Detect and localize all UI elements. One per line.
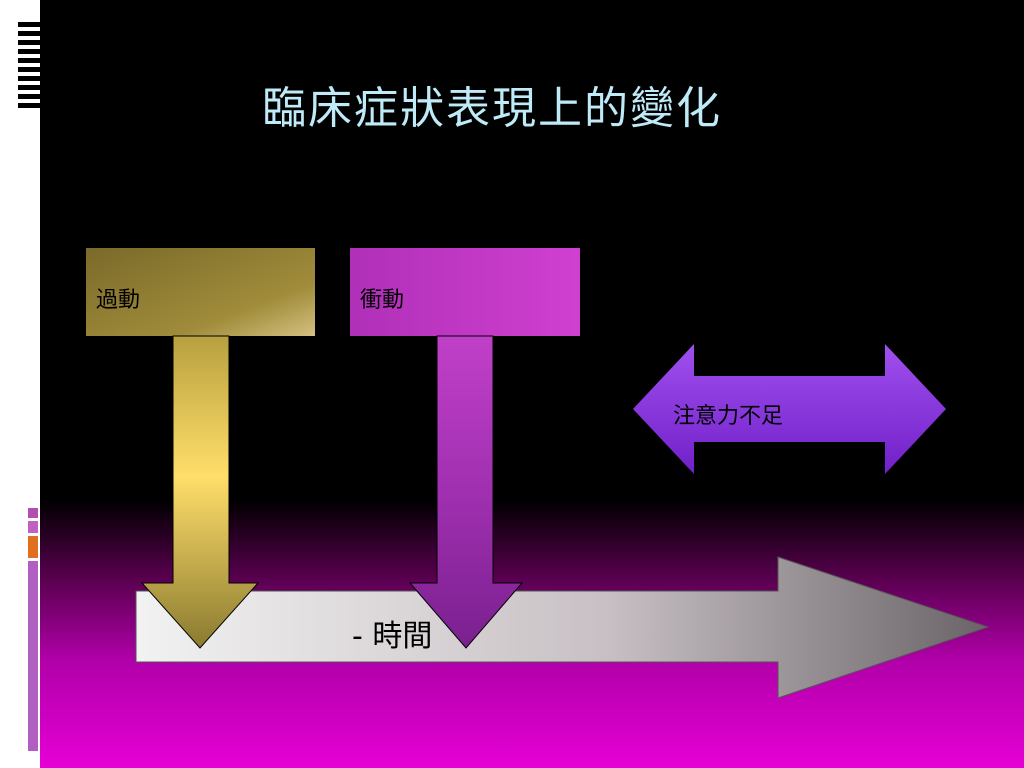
impulsivity-arrow-head-block (350, 248, 580, 336)
inattention-double-arrow (633, 344, 946, 474)
time-label: - 時間 (352, 619, 433, 654)
hyperactivity-arrow (140, 335, 260, 649)
left-decorative-strip (0, 0, 40, 768)
decorative-bars-top (18, 22, 40, 122)
decorative-bars-bottom (28, 508, 38, 754)
time-arrow (135, 556, 990, 699)
hyperactivity-label: 過動 (96, 288, 141, 313)
impulsivity-label: 衝動 (360, 288, 405, 313)
slide-title: 臨床症狀表現上的變化 (262, 83, 722, 134)
hyperactivity-arrow-head-block (86, 248, 315, 336)
inattention-label: 注意力不足 (673, 404, 784, 429)
impulsivity-arrow (408, 335, 524, 649)
